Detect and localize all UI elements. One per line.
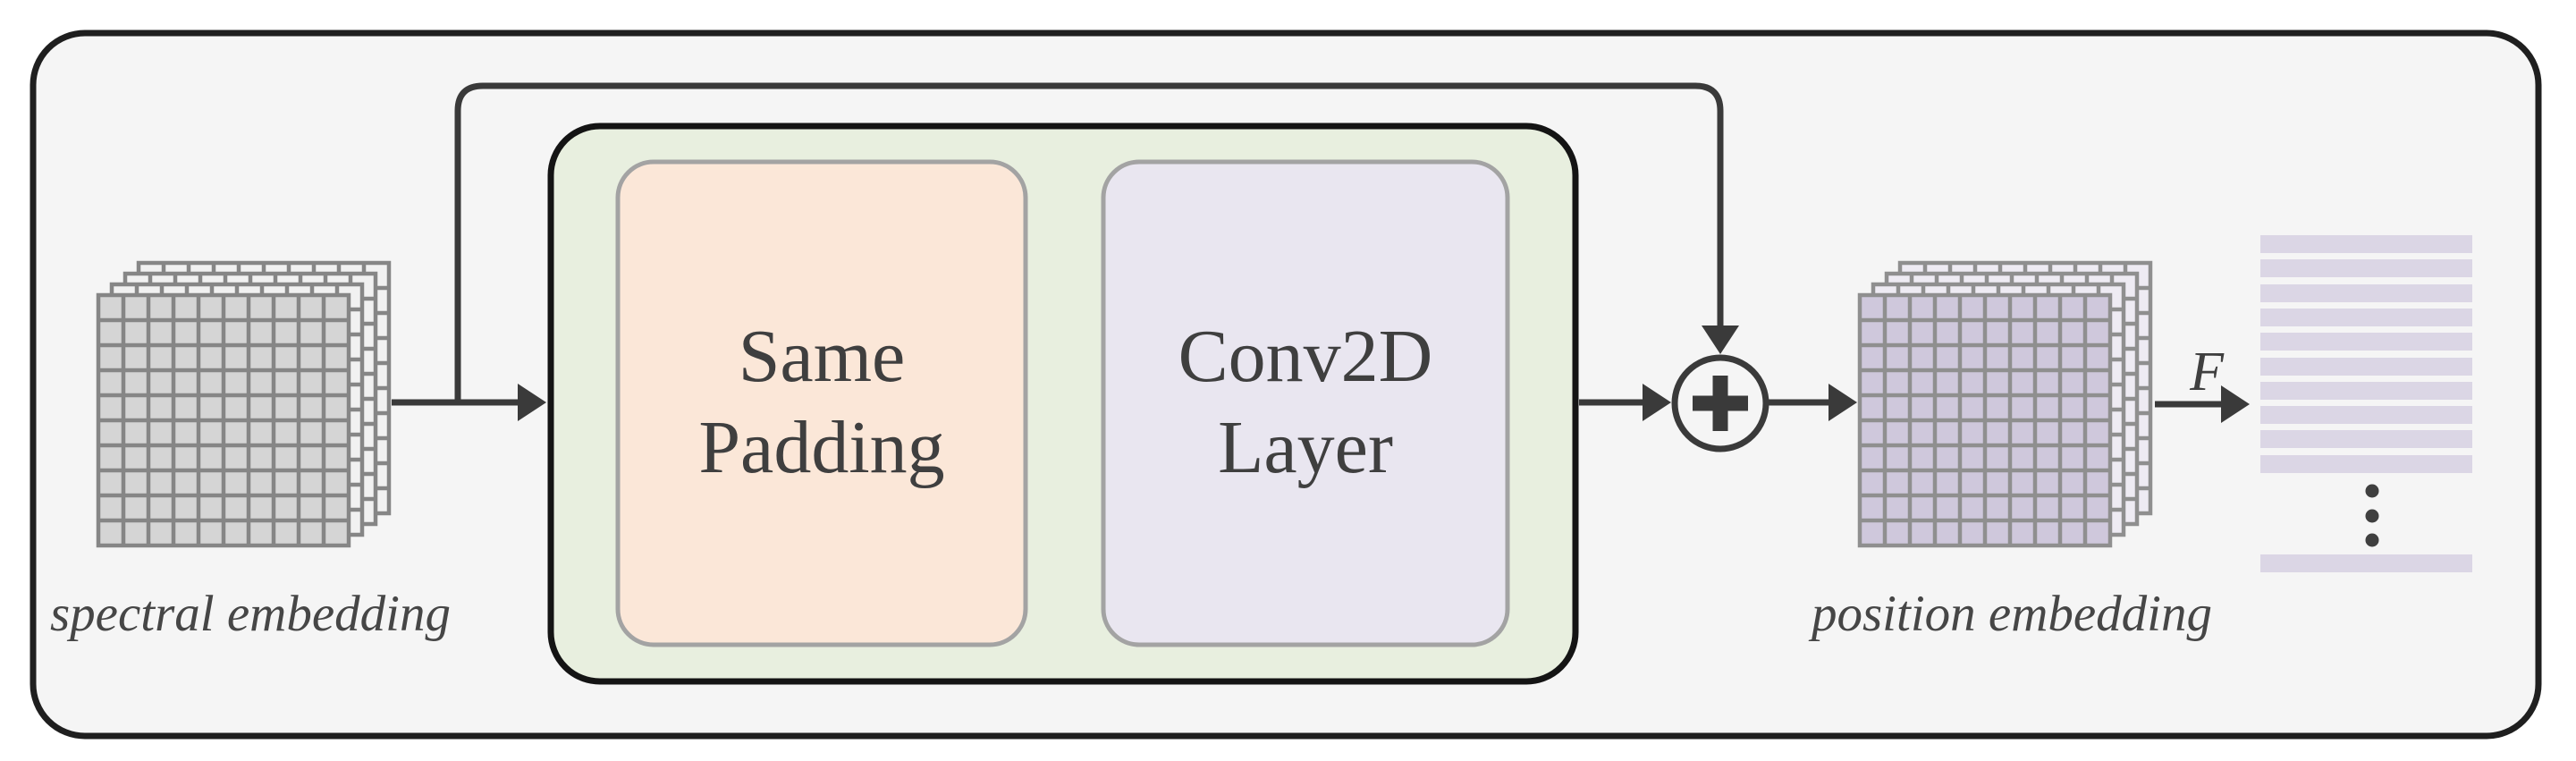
conv2d-label-line1: Conv2D bbox=[1178, 315, 1433, 398]
grid-layer-front bbox=[96, 292, 351, 548]
token-bar bbox=[2260, 406, 2472, 424]
container-output-arrowhead-icon bbox=[1643, 384, 1671, 421]
token-bar bbox=[2260, 235, 2472, 253]
conv2d-box bbox=[1101, 159, 1510, 647]
input-arrowhead-icon bbox=[518, 384, 546, 421]
ellipsis-dot bbox=[2365, 533, 2379, 547]
skip-connection-line bbox=[454, 82, 1724, 402]
token-bar bbox=[2260, 333, 2472, 351]
grid-layer-front bbox=[1857, 292, 2113, 548]
conv2d-label-line2: Layer bbox=[1218, 406, 1393, 489]
token-bar bbox=[2260, 284, 2472, 302]
spectral-embedding-label: spectral embedding bbox=[50, 586, 451, 642]
ellipsis-dot bbox=[2365, 509, 2379, 523]
position-embedding-label: position embedding bbox=[1808, 586, 2212, 642]
token-bar bbox=[2260, 455, 2472, 473]
spectral-embedding-stack bbox=[96, 260, 392, 548]
token-list bbox=[2260, 235, 2472, 572]
skip-arrowhead-down-icon bbox=[1702, 326, 1739, 354]
same-padding-box bbox=[615, 159, 1028, 647]
flatten-symbol-label: F bbox=[2189, 342, 2225, 402]
token-bar bbox=[2260, 382, 2472, 400]
token-bar-tail bbox=[2260, 554, 2472, 572]
token-bar bbox=[2260, 259, 2472, 277]
flatten-arrowhead-icon bbox=[2221, 385, 2250, 423]
token-bar bbox=[2260, 358, 2472, 376]
position-embedding-stack bbox=[1857, 260, 2153, 548]
plus-icon bbox=[1693, 376, 1748, 431]
ellipsis-dot bbox=[2365, 484, 2379, 498]
same-padding-label-line1: Same bbox=[739, 315, 906, 398]
adder-output-arrowhead-icon bbox=[1829, 384, 1857, 421]
same-padding-label-line2: Padding bbox=[698, 406, 944, 489]
token-bar bbox=[2260, 430, 2472, 448]
token-bar bbox=[2260, 309, 2472, 326]
